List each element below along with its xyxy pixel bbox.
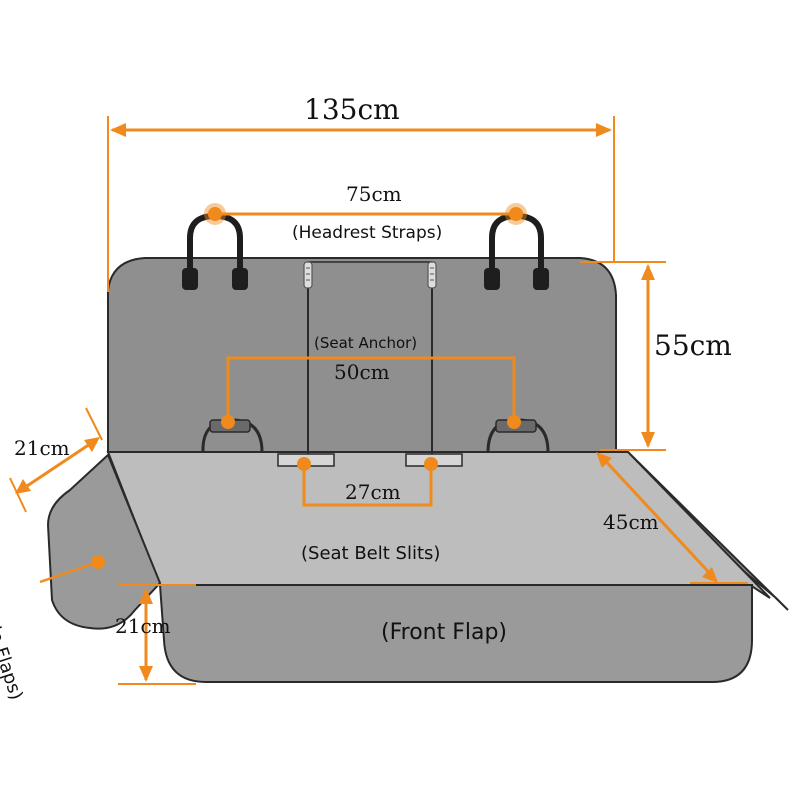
- dimension-headrest-span: [204, 203, 527, 225]
- dimension-back-height: [580, 261, 666, 451]
- zipper-right-icon: [427, 261, 437, 289]
- anchor-span-label: 50cm: [334, 360, 390, 384]
- dimension-total-width: [107, 116, 615, 292]
- total-width-label: 135cm: [304, 93, 400, 126]
- slit-span-label: 27cm: [345, 480, 401, 504]
- seat-anchor-label: (Seat Anchor): [314, 334, 418, 352]
- zipper-left-icon: [303, 261, 313, 289]
- dimension-front-flap-height: [118, 584, 196, 685]
- front-flap-panel: [158, 584, 753, 683]
- headrest-span-label: 75cm: [346, 182, 402, 206]
- seat-base-panel: [106, 451, 771, 599]
- back-height-label: 55cm: [654, 329, 732, 362]
- side-flap-pointer: [39, 555, 105, 584]
- seat-belt-slits-label: (Seat Belt Slits): [301, 543, 441, 564]
- front-flap-label: (Front Flap): [381, 620, 508, 645]
- dimension-side-flap-width: [9, 407, 103, 513]
- dimension-anchor-span: [221, 356, 521, 429]
- dimension-slit-span: [297, 457, 438, 507]
- seat-depth-label: 45cm: [603, 510, 659, 534]
- side-flap-width-label: 21cm: [14, 436, 70, 460]
- headrest-strap-right-icon: [484, 212, 549, 290]
- headrest-straps-label: (Headrest Straps): [292, 223, 443, 243]
- dimension-seat-depth: [596, 452, 748, 584]
- front-flap-height-label: 21cm: [115, 614, 171, 638]
